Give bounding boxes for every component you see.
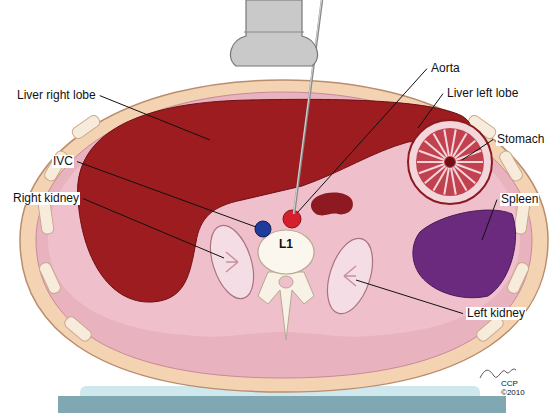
leader-line bbox=[356, 280, 463, 314]
organ-label: Right kidney bbox=[12, 192, 80, 205]
leader-line bbox=[482, 200, 497, 240]
organ-label: Liver right lobe bbox=[16, 89, 97, 102]
stomach-mucosa bbox=[416, 128, 484, 196]
organ-label: Left kidney bbox=[466, 307, 526, 320]
signature bbox=[480, 369, 516, 378]
left-kidney bbox=[319, 233, 381, 320]
right-kidney bbox=[202, 220, 262, 304]
leader-line bbox=[83, 199, 224, 258]
renal-pelvis bbox=[344, 266, 356, 286]
leader-line bbox=[418, 94, 443, 128]
organ-label: Spleen bbox=[500, 193, 539, 206]
probe-seam bbox=[244, 32, 304, 33]
stomach-fold bbox=[451, 168, 456, 195]
leader-line bbox=[462, 140, 493, 160]
stomach-fold bbox=[417, 161, 444, 163]
bowel bbox=[311, 193, 353, 216]
muscle-layer bbox=[36, 92, 532, 378]
table bbox=[58, 396, 506, 413]
ultrasound-probe bbox=[231, 0, 318, 66]
stomach-fold bbox=[456, 161, 483, 163]
spinal-canal bbox=[279, 276, 293, 288]
liver bbox=[78, 99, 471, 302]
copyright-note: CCP ©2010 bbox=[500, 380, 532, 398]
organ-label: Stomach bbox=[496, 133, 545, 146]
body-wall bbox=[20, 80, 548, 392]
leader-line bbox=[297, 69, 427, 213]
stomach-fold bbox=[419, 164, 444, 173]
leader-line bbox=[100, 96, 210, 140]
stomach-lumen bbox=[445, 157, 455, 167]
ivc bbox=[255, 221, 271, 237]
spleen bbox=[413, 210, 516, 298]
vertebral-arch bbox=[258, 272, 314, 340]
vessel-label: IVC bbox=[52, 155, 74, 168]
stomach bbox=[408, 120, 492, 204]
leader-line bbox=[77, 162, 256, 227]
renal-pelvis bbox=[226, 252, 238, 272]
stomach-folds bbox=[417, 130, 483, 195]
aorta bbox=[283, 210, 301, 228]
organ-label: Liver left lobe bbox=[446, 87, 519, 100]
stomach-fold bbox=[444, 130, 449, 157]
vertebra-label: L1 bbox=[278, 238, 294, 251]
vessel-label: Aorta bbox=[430, 62, 461, 75]
